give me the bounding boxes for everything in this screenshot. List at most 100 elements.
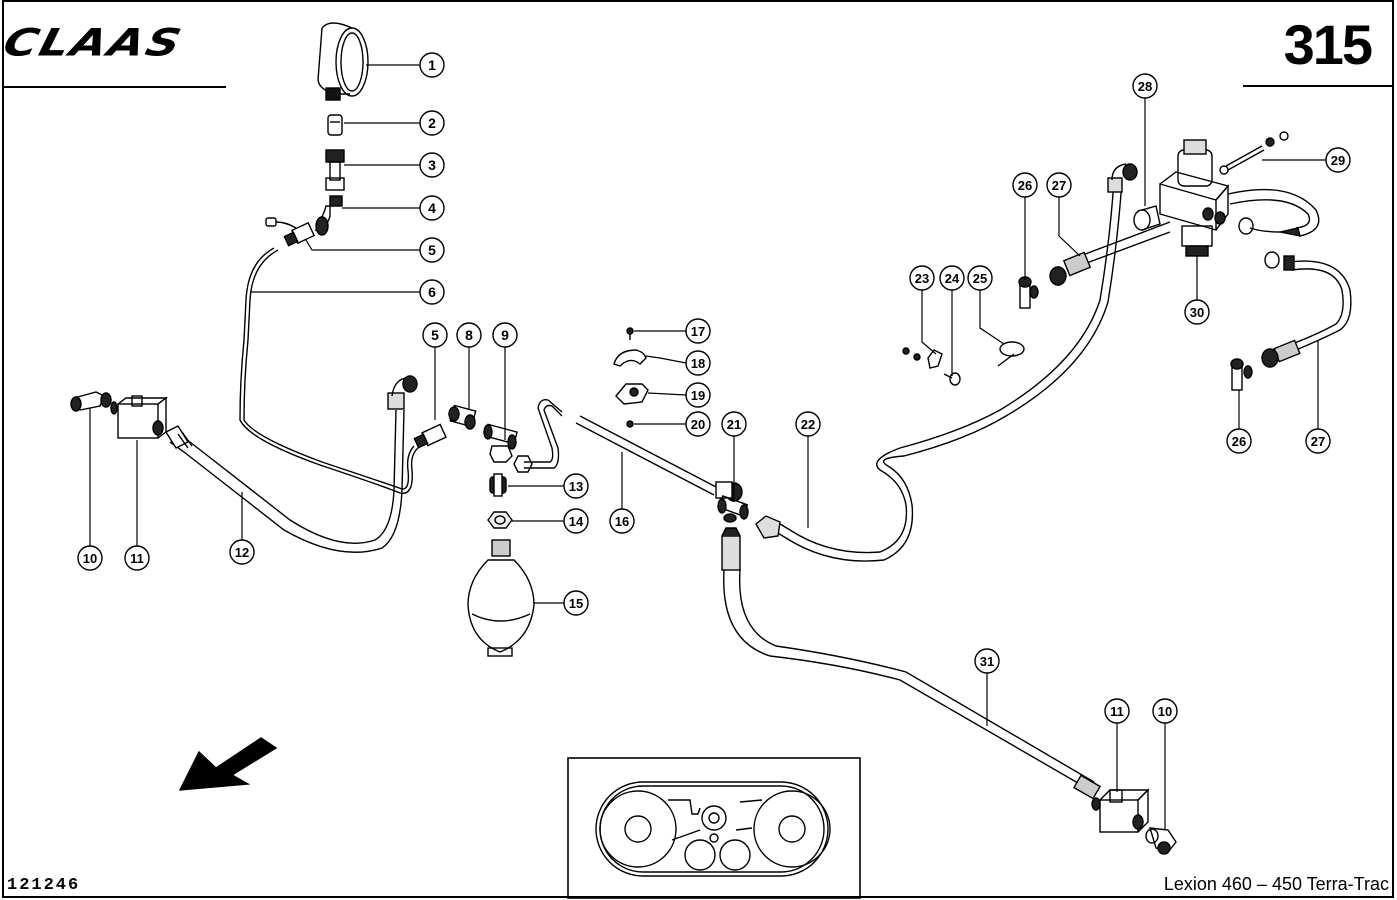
callout-elbow-fitting: 10 (77, 408, 103, 571)
callout-circle (419, 52, 445, 78)
callout-circle (1184, 299, 1210, 325)
callout-circle (124, 545, 150, 571)
callout-circle (419, 152, 445, 178)
callout-number: 21 (727, 417, 741, 432)
callout-banjo-fitting: 23 (909, 265, 937, 355)
model-designation: Lexion 460 – 450 Terra-Trac (1163, 874, 1389, 894)
callout-bolt: 29 (1262, 147, 1351, 173)
hydraulic-hose-left-drawing (164, 375, 418, 553)
callout-spacer: 28 (1132, 73, 1158, 206)
callout-valve-block: 11 (1104, 698, 1130, 792)
callout-circle (939, 265, 965, 291)
page-number: 315 (1283, 13, 1373, 76)
callout-number: 19 (691, 388, 705, 403)
frame-right (1392, 0, 1394, 898)
callout-hydraulic-hose: 27 (1305, 340, 1331, 454)
callout-circle (685, 350, 711, 376)
callout-circle (229, 539, 255, 565)
callout-banjo-bolt: 26 (1012, 172, 1038, 280)
callout-circle (1325, 147, 1351, 173)
pipe-16-drawing (575, 415, 743, 502)
callout-circle (1226, 428, 1252, 454)
frame-left (2, 86, 4, 898)
frame-header-rule-right (1243, 85, 1393, 87)
callout-valve-block: 11 (124, 440, 150, 571)
callout-circle (1132, 73, 1158, 99)
callout-number: 5 (428, 242, 436, 258)
hydraulic-hose-27-right-drawing (1261, 251, 1352, 368)
callout-circle (419, 110, 445, 136)
measuring-hose-drawing (239, 247, 419, 494)
callout-pipe-clamp: 19 (647, 382, 711, 408)
callout-adapter: 2 (344, 110, 445, 136)
callout-circle (721, 411, 747, 437)
callout-circle (1104, 698, 1130, 724)
callout-number: 13 (569, 479, 583, 494)
callout-elbow-fitting: 4 (342, 195, 445, 221)
callout-solenoid-valve: 30 (1184, 256, 1210, 325)
tee-fitting-8-drawing (448, 404, 477, 430)
callout-number: 28 (1138, 79, 1152, 94)
callout-circle (795, 411, 821, 437)
screw-plug-drawing (489, 473, 507, 497)
callout-circle (685, 318, 711, 344)
callout-leader-line (921, 290, 937, 355)
callout-number: 11 (1110, 704, 1124, 719)
nut-drawing (487, 511, 513, 529)
callout-number: 5 (431, 327, 439, 343)
callout-hydraulic-hose: 12 (229, 492, 255, 565)
hydraulic-hose-loop-drawing (1227, 188, 1320, 237)
valve-block-left-drawing (110, 395, 169, 439)
callout-screw-plug: 13 (508, 473, 589, 499)
accumulator-drawing (467, 539, 535, 657)
test-coupling-drawing (265, 217, 316, 247)
elbow-fitting-right-drawing (1145, 827, 1177, 855)
callout-test-coupling: 5 (422, 322, 448, 420)
pipe-bend-drawing (513, 398, 563, 473)
callout-number: 30 (1190, 305, 1204, 320)
callout-hydraulic-hose: 22 (795, 411, 821, 528)
callout-measuring-hose: 6 (250, 279, 445, 305)
callout-banjo-bolt: 26 (1226, 390, 1252, 454)
tee-fitting-9-drawing (483, 423, 518, 463)
callout-tee-fitting: 21 (721, 411, 747, 502)
callout-leader-line (305, 239, 420, 251)
callout-circle (419, 195, 445, 221)
callout-circle (909, 265, 935, 291)
callout-number: 25 (973, 271, 987, 286)
test-coupling-lower-drawing (413, 423, 447, 449)
callout-screw: 17 (634, 318, 711, 344)
adapter-drawing (327, 114, 343, 136)
banjo-bolt-26-bottom-drawing (1230, 358, 1253, 391)
callout-number: 26 (1018, 178, 1032, 193)
track-unit-inset (567, 757, 861, 899)
callout-banjo-bolt: 24 (939, 265, 965, 376)
callout-clamp-cover: 18 (645, 350, 711, 376)
hydraulic-hose-27-top-drawing (1049, 221, 1171, 286)
callout-leader-line (645, 355, 687, 364)
reference-number: 121246 (7, 876, 81, 895)
callout-tee-fitting: 9 (492, 322, 518, 440)
pipe-clamp-drawing (615, 383, 649, 405)
callout-circle (422, 322, 448, 348)
callout-number: 9 (501, 327, 509, 343)
callout-number: 17 (691, 324, 705, 339)
elbow-fitting-drawing (314, 195, 343, 236)
callout-number: 10 (1158, 704, 1172, 719)
callout-circle (1305, 428, 1331, 454)
callout-number: 11 (130, 551, 144, 566)
callout-number: 16 (615, 514, 629, 529)
callout-leader-line (1058, 197, 1081, 257)
callout-hose-clip: 25 (967, 265, 1005, 345)
callout-number: 20 (691, 417, 705, 432)
callout-circle (1152, 698, 1178, 724)
callout-circle (419, 237, 445, 263)
callout-circle (1012, 172, 1038, 198)
callout-accumulator: 15 (534, 590, 589, 616)
callout-circle (974, 648, 1000, 674)
callout-pressure-gauge: 1 (366, 52, 445, 78)
washer-drawing (626, 420, 634, 428)
banjo-bolt-24-drawing (943, 372, 961, 386)
solenoid-valve-drawing (1159, 139, 1230, 257)
